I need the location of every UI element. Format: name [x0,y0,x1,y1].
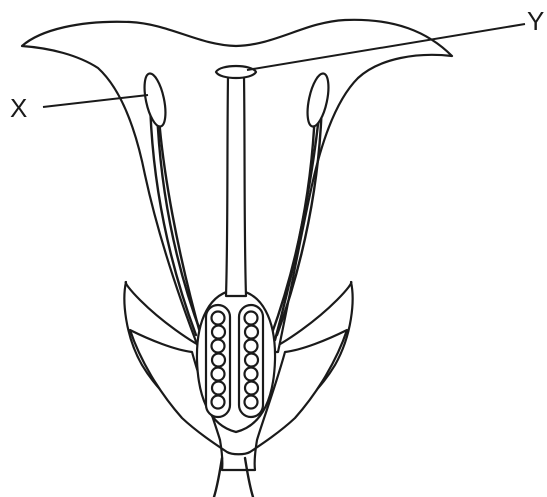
ovule [245,312,258,325]
ovule [245,354,258,367]
ovule [245,368,258,381]
ovule [212,312,225,325]
ovule [245,396,258,409]
label-y: Y [527,6,544,36]
ovule [212,396,225,409]
ovule [212,354,225,367]
ovule [245,340,258,353]
label-x: X [10,93,27,123]
style [226,76,246,296]
ovule [245,326,258,339]
ovule [212,326,225,339]
ovule [245,382,258,395]
ovule [212,382,225,395]
ovule [212,340,225,353]
ovule [212,368,225,381]
stigma [216,66,256,78]
